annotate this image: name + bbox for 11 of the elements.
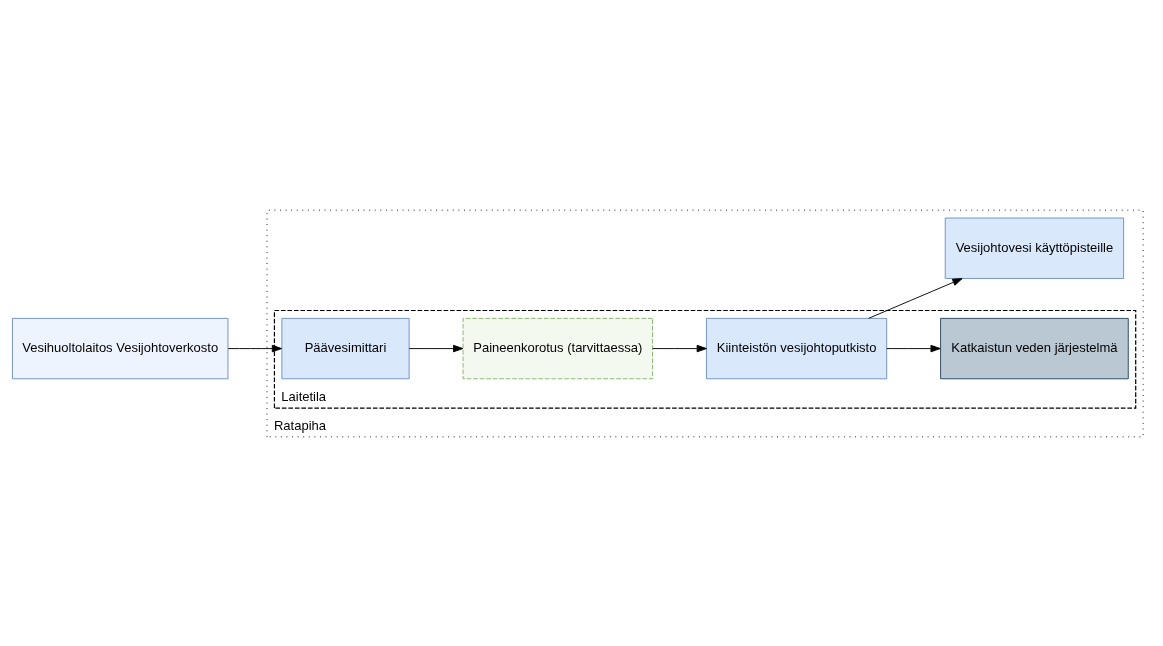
node-box: Vesihuoltolaitos Vesijohtoverkosto: [11, 317, 229, 379]
node-box: Päävesimittari: [281, 317, 410, 379]
arrow: [868, 277, 963, 319]
arrow: [652, 344, 707, 352]
arrow: [886, 344, 941, 352]
node-box: Vesijohtovesi käyttöpisteille: [944, 217, 1125, 279]
arrow: [408, 344, 464, 352]
node-box: Paineenkorotus (tarvittaessa): [462, 317, 654, 379]
arrow: [227, 344, 283, 352]
node-box: Katkaistun veden järjestelmä: [940, 317, 1129, 379]
node-box: Kiinteistön vesijohtoputkisto: [706, 317, 888, 379]
